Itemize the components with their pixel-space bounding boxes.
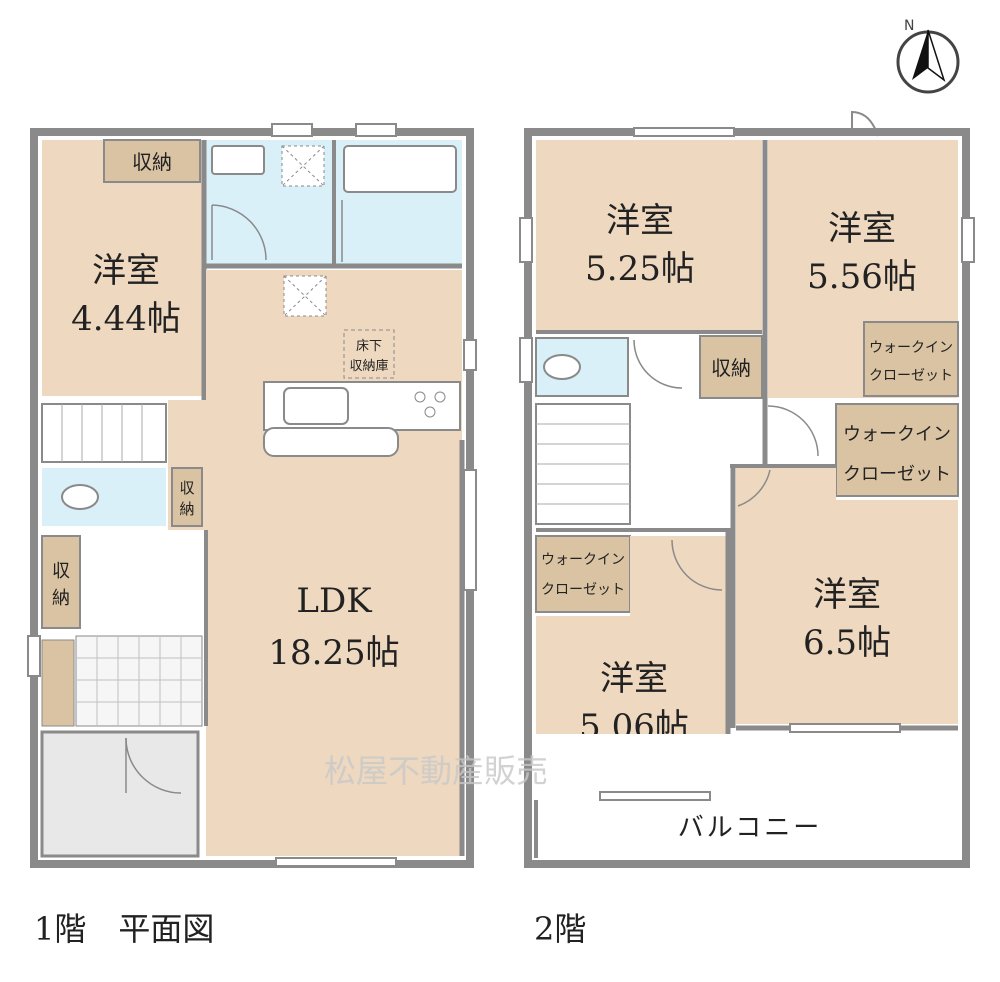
window-entrance (27, 635, 41, 677)
floor2: 洋室 5.25帖 洋室 5.56帖 ウォークイン クローゼット ウォークイン ク… (519, 110, 975, 948)
wic-a (863, 321, 959, 397)
compass-label: N (904, 18, 914, 34)
room-65-name: 洋室 (813, 575, 881, 615)
washer-cross-2 (281, 145, 325, 187)
hatch-cross-1 (283, 275, 327, 317)
window-wash (271, 123, 313, 137)
room-65-ext (736, 468, 836, 502)
window-525-top (633, 127, 735, 137)
counter-bar (263, 427, 399, 457)
room-ldk-name: LDK (296, 581, 372, 621)
room-506-name: 洋室 (600, 659, 668, 699)
room-western-444-size: 4.44帖 (71, 299, 181, 339)
storage-left (41, 535, 81, 629)
stove-burner-2 (434, 391, 446, 403)
room-ldk-size: 18.25帖 (268, 633, 399, 673)
watermark: 松屋不動産販売 (324, 752, 548, 790)
wic-b-label-1: ウォークイン (843, 424, 951, 445)
stove-burner-1 (414, 391, 426, 403)
wic-c-label-1: ウォークイン (541, 552, 625, 568)
stove-burner-3 (424, 406, 436, 418)
bathtub (343, 145, 457, 193)
storage-left-label-2: 納 (52, 588, 70, 609)
balcony-label: バルコニー (678, 813, 822, 843)
room-65 (736, 500, 958, 724)
room-506-ext (630, 536, 726, 618)
window-556-side (961, 217, 975, 263)
window-65-bottom (789, 723, 901, 733)
wic-b-label-2: クローゼット (843, 464, 951, 485)
window-ldk-bottom (275, 857, 397, 867)
window-ldk-side (463, 469, 477, 591)
door-arc-entrance (125, 737, 182, 794)
room-ldk (206, 270, 462, 856)
floor2-caption: 2階 (534, 910, 586, 948)
toilet-fixture-1f (61, 484, 99, 510)
storage-toilet-label-2: 納 (179, 500, 194, 518)
window-525-side (519, 217, 533, 263)
door-arc-wash (211, 204, 267, 261)
storage-2f-label: 収納 (711, 356, 751, 380)
washer-cross-1 (281, 145, 325, 187)
door-arc-65 (737, 469, 771, 507)
tile-grid (76, 636, 202, 726)
wic-b (835, 403, 959, 497)
room-western-444-name: 洋室 (92, 251, 160, 291)
toilet-1f (42, 468, 166, 526)
storage-toilet-label-1: 収 (179, 479, 194, 497)
room-525-size: 5.25帖 (585, 249, 695, 289)
underfloor-label-2: 収納庫 (349, 359, 388, 374)
window-toilet-2f (519, 337, 533, 383)
compass-icon: N (896, 18, 960, 94)
door-arc-toilet-2f (633, 339, 683, 389)
door-arc-556 (767, 405, 819, 457)
window-bath (355, 123, 397, 137)
room-556-name: 洋室 (828, 209, 896, 249)
wic-a-label-2: クローゼット (869, 368, 953, 384)
underfloor-label-1: 床下 (356, 339, 382, 354)
wash-basin (211, 145, 265, 175)
wic-c-label-2: クローゼット (541, 582, 625, 598)
room-525 (536, 140, 762, 330)
toilet-fixture-2f (543, 354, 581, 380)
stairs-1f (41, 403, 167, 463)
underfloor-storage-box (343, 329, 395, 379)
hatch-cross-2 (283, 275, 327, 317)
door-top-556 (851, 110, 879, 137)
porch (40, 730, 200, 858)
window-506-bottom (599, 791, 711, 801)
room-65-size: 6.5帖 (803, 623, 891, 663)
window-kitchen (463, 339, 477, 371)
wic-a-label-1: ウォークイン (869, 340, 953, 356)
floor1-caption: 1階 平面図 (34, 910, 214, 948)
storage-top-label: 収納 (132, 150, 172, 174)
storage-top (103, 139, 201, 183)
storage-left-label-1: 収 (52, 561, 70, 582)
kitchen-sink (283, 387, 349, 425)
floor1: 収納 洋室 4.44帖 床下 収納庫 LDK 18.25帖 (27, 123, 477, 948)
shoe-cabinet (41, 639, 75, 727)
room-525-name: 洋室 (606, 201, 674, 241)
door-arc-506 (671, 539, 723, 591)
storage-2f (699, 335, 763, 399)
wic-c (535, 535, 631, 613)
room-556-size: 5.56帖 (807, 257, 917, 297)
storage-toilet (171, 467, 203, 527)
